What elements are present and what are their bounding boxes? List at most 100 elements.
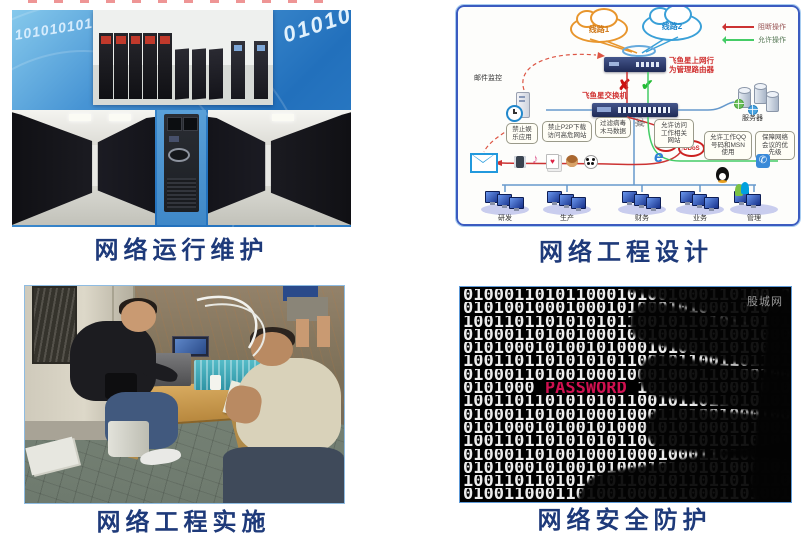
- binary-row: 0100011010010001000110100100010010: [463, 408, 791, 422]
- computer-group: [618, 189, 666, 215]
- photo-row: [12, 110, 351, 225]
- router-label: 飞鱼星上网行 为管理路由器: [669, 56, 714, 74]
- monitor-icon: [509, 197, 524, 211]
- binary-row: 0100110001101001000101000110100100: [463, 488, 791, 502]
- callout-no-entertainment: 禁止娱乐应用: [506, 123, 538, 144]
- server-rack: [174, 48, 189, 100]
- monitor-icon: [646, 197, 661, 211]
- binary-decor-text: 01010: [279, 10, 351, 48]
- worker-left-head: [120, 301, 156, 332]
- group-shadow: [618, 204, 666, 215]
- panda-icon: [584, 155, 598, 169]
- binary-row: 0101000101001010001010010101000101: [463, 342, 791, 356]
- group-shadow: [730, 204, 778, 215]
- legend-block-row: 阻断操作: [722, 22, 786, 32]
- watermark: 股城网: [747, 296, 783, 308]
- group-shadow: [481, 204, 529, 215]
- cloud-line1-label: 线路1: [588, 24, 610, 34]
- callout-allow-qq-msn: 允许工作QQ号码和MSN使用: [704, 131, 752, 160]
- caption-implementation: 网络工程实施: [96, 509, 271, 536]
- photo-server-aisle-right: [208, 110, 351, 225]
- ceiling-lamp: [271, 114, 294, 121]
- cloud-line2: 线路2: [642, 7, 702, 41]
- binary-row: 1001101101010101100101101101010110: [463, 395, 791, 409]
- computer-group: [543, 189, 591, 215]
- photo-air-conditioner: [157, 110, 206, 225]
- image-network-design-diagram: 阻断操作 允许操作 线路1 线路2 飞鱼星上网行 为管理路由器 ✘ ✔ 飞鱼星交…: [455, 4, 801, 227]
- server-rack: [231, 41, 246, 99]
- server-rack: [158, 33, 172, 99]
- dept-label-rd: 研发: [498, 215, 512, 222]
- allow-arrow-icon: [722, 36, 754, 44]
- server-rack: [128, 33, 143, 99]
- cropped-text-fragments: [28, 0, 338, 3]
- computer-group: [676, 189, 724, 215]
- binary-row: 1001101101010101100101100110110101: [463, 355, 791, 369]
- binary-row: 0100011010110001010010001101001000: [463, 289, 791, 303]
- globe-icon: [748, 105, 758, 115]
- binary-row: 0100011010010001000100011010010001: [463, 368, 791, 383]
- precision-ac-unit: [164, 114, 199, 212]
- password-prefix: 0101000: [463, 382, 545, 396]
- server-rack: [191, 48, 206, 100]
- server-rack: [208, 48, 223, 100]
- field-monitor: [171, 335, 209, 358]
- binary-row: 0101000101001010001010010100010100: [463, 461, 791, 476]
- image-fiber-splicing-work: [24, 285, 345, 504]
- binary-row-password: 0101000 PASSWORD 10100101000101010: [463, 382, 791, 395]
- photo-server-aisle-left: [12, 110, 155, 225]
- worker-right-pants: [222, 446, 344, 503]
- block-arrow-icon: [722, 23, 754, 31]
- legend-allow-label: 允许操作: [758, 37, 786, 44]
- cabinet-open-door: [31, 286, 78, 364]
- ac-window: [183, 117, 198, 131]
- binary-row: 0101000101001010001010100010100101: [463, 421, 791, 436]
- cloud-line2-label: 线路2: [661, 22, 683, 31]
- music-note-icon: ♪: [532, 151, 539, 166]
- fiber-tubes: [196, 295, 266, 357]
- qq-penguin-icon: [716, 167, 729, 183]
- phone-icon: ✆: [756, 154, 770, 168]
- group-shadow: [543, 204, 591, 215]
- server-rack: [99, 33, 113, 99]
- ac-window: [167, 117, 182, 131]
- envelope-icon: [470, 153, 498, 173]
- standing-person-shorts: [286, 296, 329, 321]
- caption-security: 网络安全防护: [537, 507, 712, 534]
- standing-person-leg: [296, 318, 309, 347]
- dept-label-business: 业务: [693, 215, 707, 222]
- computer-group: [481, 189, 529, 215]
- monkey-icon: [566, 155, 578, 167]
- globe-icon: [734, 99, 744, 109]
- dept-label-finance: 财务: [635, 215, 649, 222]
- mail-monitor-label: 邮件监控: [474, 75, 502, 82]
- router-device: [604, 57, 666, 72]
- monitor-icon: [704, 197, 719, 211]
- callout-no-p2p: 禁止P2P下载访问高危网站: [542, 121, 592, 142]
- film-icon: [514, 156, 526, 168]
- ac-vent: [167, 178, 196, 208]
- monitor-icon: [692, 194, 707, 208]
- image-network-maintenance: 1010101010101 01010 0101101: [12, 10, 351, 227]
- clock-icon: [506, 105, 523, 122]
- server-rack: [143, 33, 158, 99]
- ceiling-lamp: [109, 114, 132, 121]
- ac-control-panel: [168, 148, 190, 162]
- group-shadow: [676, 204, 724, 215]
- server-rack: [254, 41, 268, 99]
- binary-row: 1001101101010101100101101011010101: [463, 435, 791, 449]
- password-suffix: 10100101000101010: [637, 382, 791, 396]
- binary-row: 1001101101010101100101101011010110: [463, 315, 791, 329]
- ac-display: [169, 136, 179, 142]
- server-cylinder-icon: [766, 91, 779, 112]
- white-bucket: [107, 420, 150, 458]
- playing-cards-icon: ♥: [546, 154, 559, 169]
- skull-icon: ☠: [634, 115, 646, 130]
- caption-design: 网络工程设计: [539, 239, 713, 266]
- servers-label: 服务器: [742, 115, 763, 122]
- callout-allow-sites: 允许访问工作相关网站: [654, 119, 694, 148]
- server-rack: [113, 33, 128, 99]
- caption-maintenance: 网络运行维护: [94, 237, 269, 264]
- monitor-icon: [746, 194, 761, 208]
- switch-device: [592, 103, 678, 117]
